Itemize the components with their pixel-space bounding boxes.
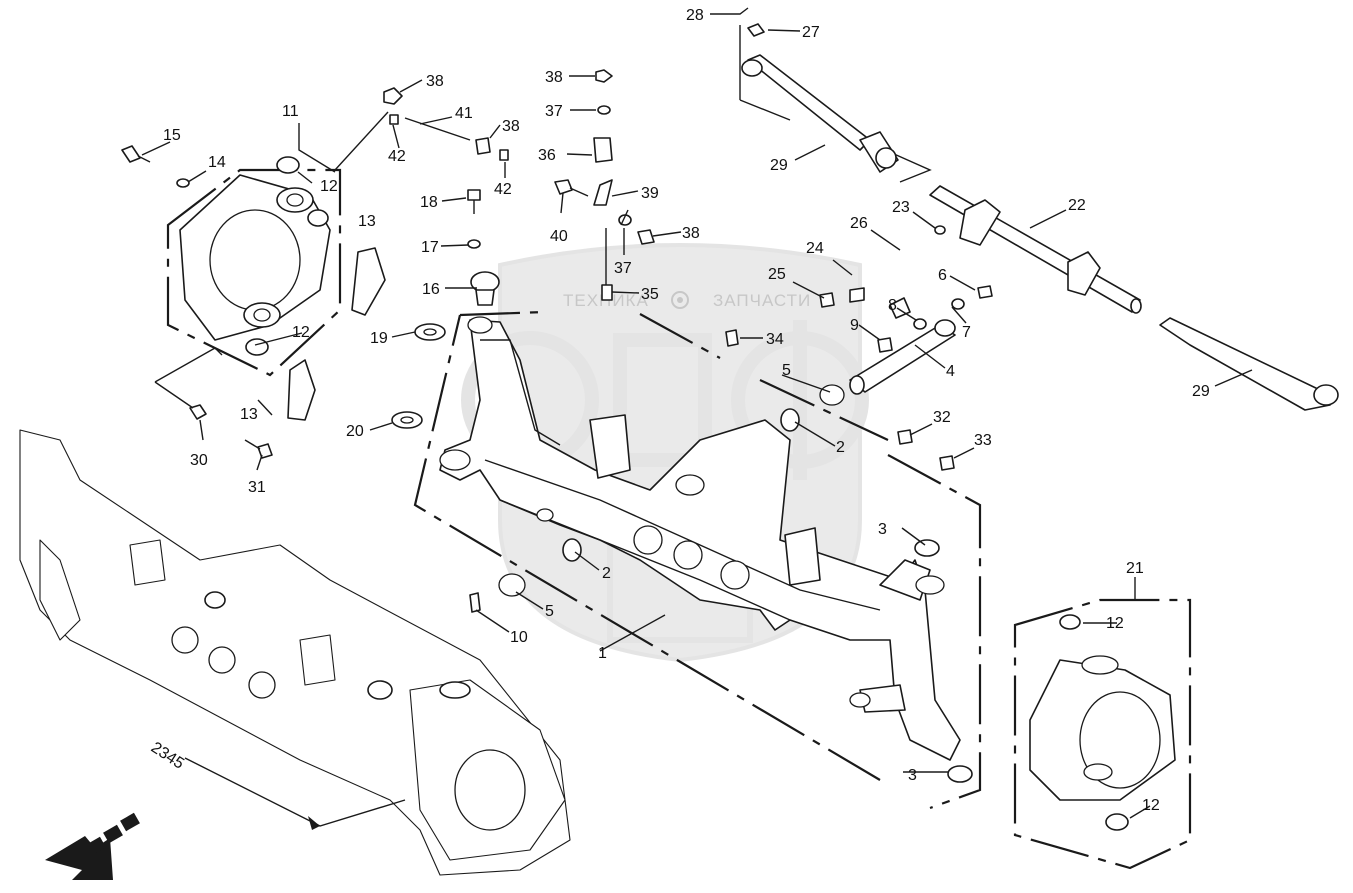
callout-24: 24 xyxy=(806,240,824,257)
callout-8: 8 xyxy=(888,297,897,314)
callout-36: 36 xyxy=(538,147,556,164)
callout-21: 21 xyxy=(1126,560,1144,577)
callout-40: 40 xyxy=(550,228,568,245)
callout-19: 19 xyxy=(370,330,388,347)
callout-41: 41 xyxy=(455,105,473,122)
left-hardware xyxy=(121,145,273,459)
direction-arrow-icon xyxy=(45,812,140,880)
callout-22: 22 xyxy=(1068,197,1086,214)
callout-18: 18 xyxy=(420,194,438,211)
callout-33: 33 xyxy=(974,432,992,449)
callout-29: 29 xyxy=(1192,383,1210,400)
callout-10: 10 xyxy=(510,629,528,646)
callout-17: 17 xyxy=(421,239,439,256)
callout-12: 12 xyxy=(1142,797,1160,814)
callout-38: 38 xyxy=(545,69,563,86)
callout-27: 27 xyxy=(802,24,820,41)
callout-2: 2 xyxy=(602,565,611,582)
callout-39: 39 xyxy=(641,185,659,202)
watermark-brand-right: ЗАПЧАСТИ xyxy=(713,291,811,310)
callout-16: 16 xyxy=(422,281,440,298)
callout-34: 34 xyxy=(766,331,784,348)
tie-rod-group xyxy=(739,23,932,183)
assembled-axle-overview xyxy=(19,429,571,876)
callout-38: 38 xyxy=(502,118,520,135)
callout-42: 42 xyxy=(388,148,406,165)
callout-13: 13 xyxy=(358,213,376,230)
callout-30: 30 xyxy=(190,452,208,469)
callout-38: 38 xyxy=(682,225,700,242)
callout-5: 5 xyxy=(545,603,554,620)
callout-37: 37 xyxy=(545,103,563,120)
callout-38: 38 xyxy=(426,73,444,90)
axle-beam xyxy=(439,316,961,761)
leader-lines xyxy=(141,7,1253,819)
callout-29: 29 xyxy=(770,157,788,174)
callout-35: 35 xyxy=(641,286,659,303)
steering-cylinder xyxy=(819,185,1339,411)
callout-9: 9 xyxy=(850,317,859,334)
callout-12: 12 xyxy=(320,178,338,195)
callout-37: 37 xyxy=(614,260,632,277)
callout-42: 42 xyxy=(494,181,512,198)
callout-12: 12 xyxy=(1106,615,1124,632)
callout-28: 28 xyxy=(686,7,704,24)
left-bracket-assembly xyxy=(166,156,386,421)
pin-assembly xyxy=(383,87,509,161)
callout-7: 7 xyxy=(962,324,971,341)
callout-2: 2 xyxy=(836,439,845,456)
callout-6: 6 xyxy=(938,267,947,284)
callout-3: 3 xyxy=(908,767,917,784)
callout-23: 23 xyxy=(892,199,910,216)
callout-13: 13 xyxy=(240,406,258,423)
callout-32: 32 xyxy=(933,409,951,426)
callout-3: 3 xyxy=(878,521,887,538)
callout-12: 12 xyxy=(292,324,310,341)
callout-5: 5 xyxy=(782,362,791,379)
right-bracket-assembly xyxy=(1013,598,1192,870)
callout-14: 14 xyxy=(208,154,226,171)
beam-group-border xyxy=(413,310,982,810)
callout-25: 25 xyxy=(768,266,786,283)
callout-11: 11 xyxy=(282,103,299,120)
callout-20: 20 xyxy=(346,423,364,440)
callout-15: 15 xyxy=(163,127,181,144)
callout-26: 26 xyxy=(850,215,868,232)
pivot-pins xyxy=(469,285,993,783)
gear-icon xyxy=(671,291,689,309)
callout-4: 4 xyxy=(946,363,955,380)
callout-1: 1 xyxy=(598,645,607,662)
callout-labels: 1 2 2 3 3 4 5 5 6 7 8 9 10 11 12 12 12 1… xyxy=(163,7,1210,814)
callout-31: 31 xyxy=(248,479,266,496)
subgroup-code-label: 2345 xyxy=(148,739,187,773)
